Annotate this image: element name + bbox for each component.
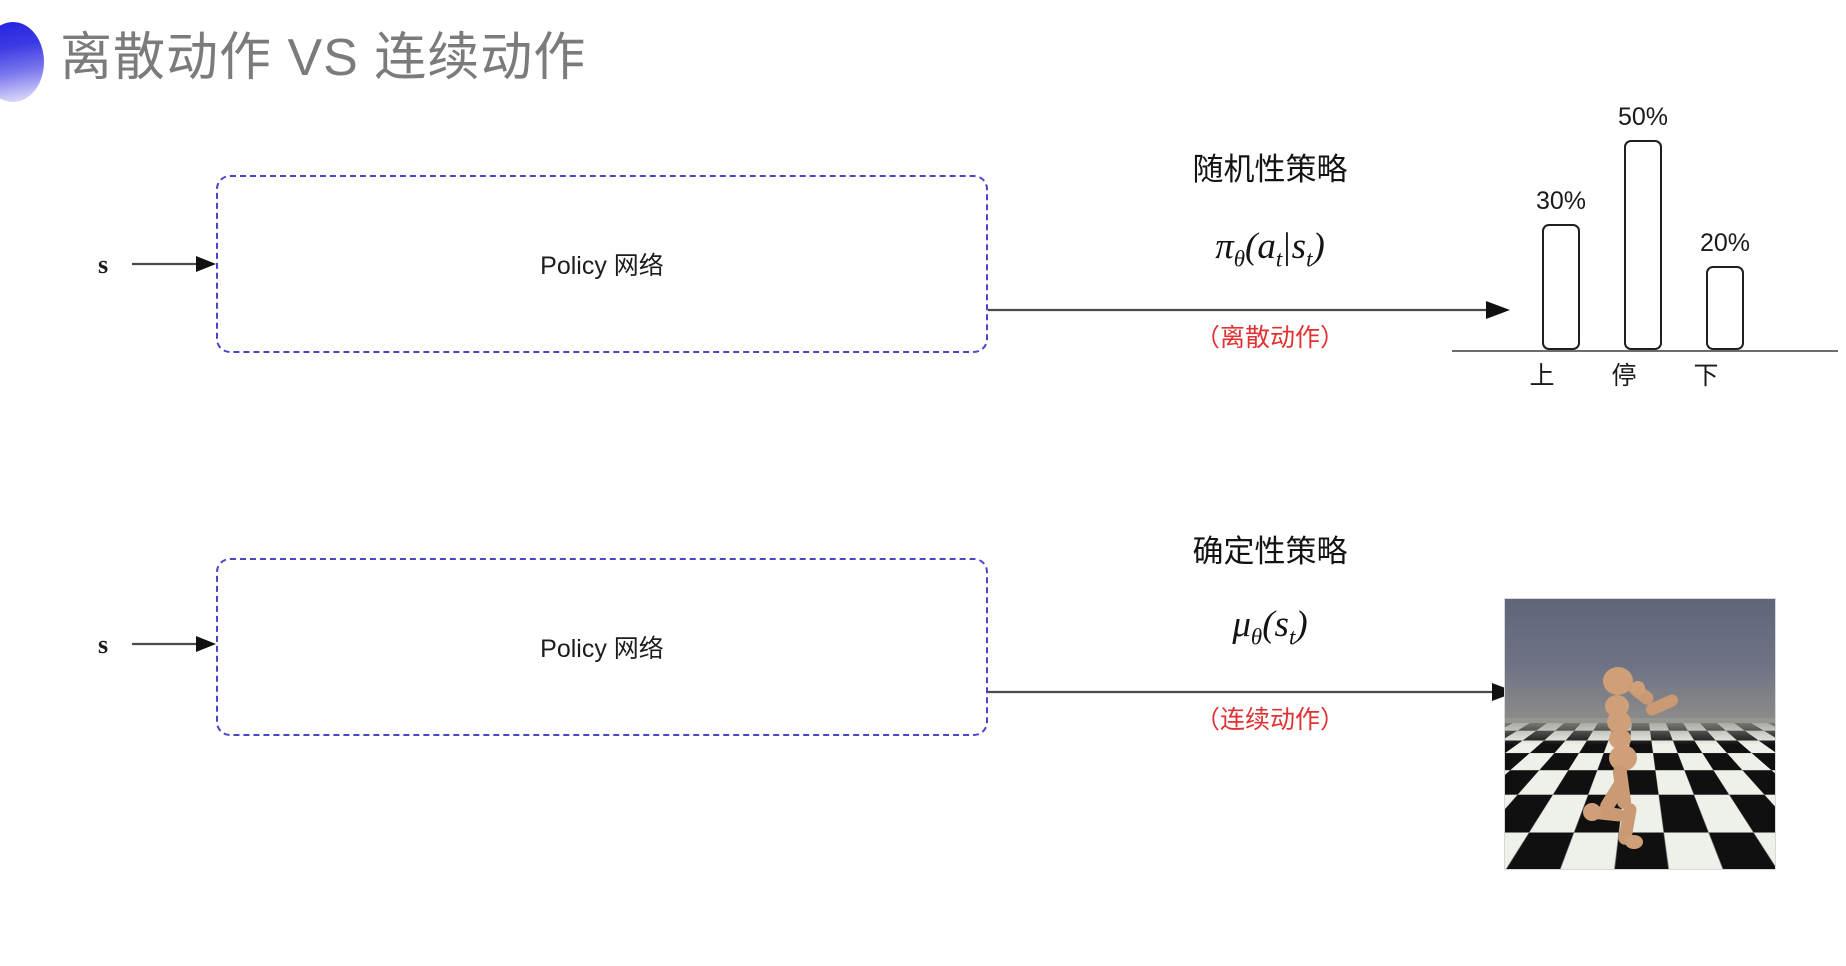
policy-network-label-continuous: Policy 网络 [540, 635, 664, 663]
bar-value-up: 30% [1535, 187, 1587, 215]
formula-fn: π [1215, 226, 1234, 267]
continuous-action-note: （连续动作） [1194, 706, 1345, 735]
bar-category-up: 上 [1529, 362, 1555, 390]
deterministic-policy-title: 确定性策略 [1192, 534, 1348, 569]
bar-chart-plot-area: 30% 50% 20% [1498, 98, 1838, 350]
discrete-action-note: （离散动作） [1194, 324, 1345, 353]
formula-arg1-sub: t [1288, 624, 1296, 650]
stochastic-policy-annotation: 随机性策略 πθ(at|st) （离散动作） [1130, 130, 1410, 354]
humanoid-chest-lower [1607, 711, 1631, 733]
state-label-discrete: s [98, 250, 109, 279]
discrete-action-row: s Policy 网络 随机性策略 πθ(at|st) （离散动作） [0, 130, 1846, 530]
policy-network-label-discrete: Policy 网络 [540, 252, 664, 280]
bar-rect-down[interactable] [1706, 266, 1744, 350]
stochastic-policy-title: 随机性策略 [1192, 152, 1348, 187]
formula-fn: μ [1232, 604, 1251, 645]
bar-rect-up[interactable] [1542, 224, 1580, 350]
state-label-continuous: s [98, 630, 109, 659]
formula-arg1-sub: t [1275, 246, 1283, 272]
bar-value-down: 20% [1699, 229, 1751, 257]
formula-param: θ [1250, 624, 1263, 650]
formula-bar: | [1283, 226, 1291, 267]
sim-horizon-haze [1505, 717, 1775, 745]
bar-value-stop: 50% [1617, 103, 1669, 131]
continuous-action-row: s Policy 网络 确定性策略 μθ(st) （连续动作） [0, 520, 1846, 940]
formula-open: ( [1262, 604, 1275, 645]
humanoid-knee-back [1583, 803, 1601, 821]
bar-chart-baseline [1452, 350, 1838, 352]
bar-rect-stop[interactable] [1624, 140, 1662, 350]
title-decoration-circle [0, 22, 44, 102]
formula-param: θ [1233, 246, 1246, 272]
formula-close: ) [1312, 226, 1325, 267]
humanoid-abdomen [1609, 729, 1631, 749]
humanoid-simulation-image [1504, 598, 1776, 870]
state-to-policy-arrow-continuous [132, 636, 216, 652]
action-probability-bar-chart: 30% 50% 20% 上 停 下 [1452, 96, 1838, 396]
stochastic-policy-formula: πθ(at|st) [1130, 225, 1410, 272]
formula-arg2: s [1291, 226, 1307, 267]
policy-network-box-continuous[interactable]: Policy 网络 [216, 558, 988, 736]
formula-arg2-sub: t [1306, 246, 1313, 272]
policy-to-output-arrow-discrete [988, 301, 1510, 319]
bar-category-stop: 停 [1611, 362, 1637, 390]
bar-category-down: 下 [1693, 362, 1719, 390]
deterministic-policy-annotation: 确定性策略 μθ(st) （连续动作） [1130, 520, 1410, 736]
policy-network-box-discrete[interactable]: Policy 网络 [216, 175, 988, 353]
sim-sky [1505, 599, 1775, 724]
formula-open: ( [1245, 226, 1258, 267]
humanoid-foot-front [1625, 835, 1643, 849]
deterministic-policy-formula: μθ(st) [1130, 603, 1410, 650]
state-to-policy-arrow-discrete [132, 256, 216, 272]
page-title: 离散动作 VS 连续动作 [60, 29, 587, 87]
humanoid-figure [1583, 665, 1713, 855]
formula-arg1: a [1257, 226, 1276, 267]
formula-arg1: s [1274, 604, 1289, 645]
formula-close: ) [1295, 604, 1308, 645]
humanoid-hand-right [1631, 681, 1645, 695]
